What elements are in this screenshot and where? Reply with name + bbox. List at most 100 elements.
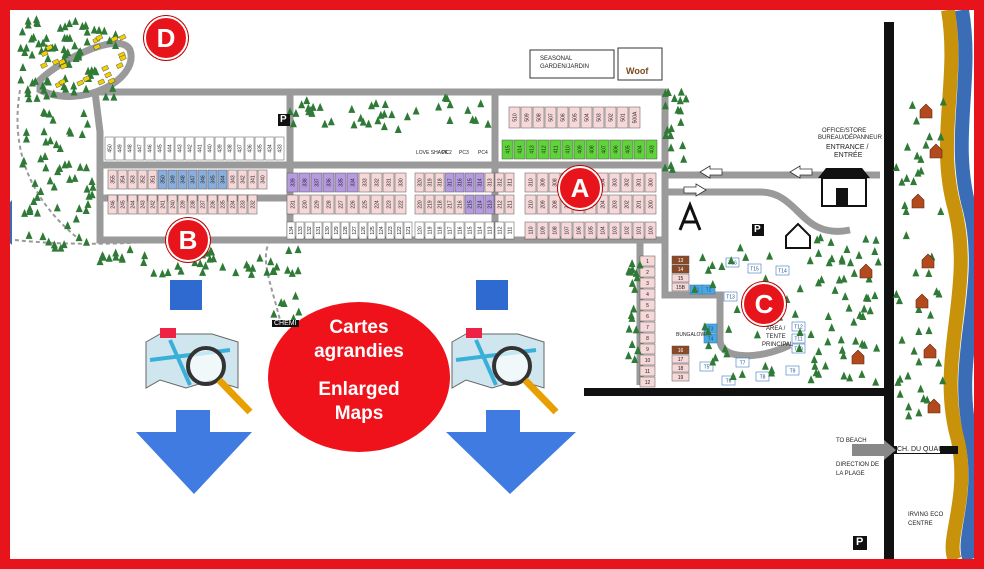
- tree-icon: [895, 296, 903, 305]
- house: [911, 193, 925, 209]
- campsite: [147, 169, 158, 190]
- tent-number: T8: [760, 375, 766, 381]
- playground-icon: [678, 200, 702, 231]
- campsite: [549, 139, 562, 160]
- tree-icon: [41, 151, 49, 160]
- tree-icon: [810, 355, 818, 364]
- campsite: [244, 136, 255, 161]
- campsite: [114, 136, 125, 161]
- tree-icon: [828, 254, 836, 263]
- campsite: [197, 194, 208, 215]
- campsite-number: 213: [488, 200, 494, 209]
- campsite-number: 331: [387, 178, 393, 187]
- tent-site: [755, 371, 770, 382]
- tent-number: T7: [740, 361, 746, 367]
- campsite-number: 104: [601, 226, 607, 235]
- cabin: [95, 34, 104, 41]
- tree-icon: [17, 75, 25, 84]
- office-label-1: OFFICE/STORE: [822, 128, 867, 134]
- campsite: [227, 194, 238, 215]
- campsite-number: 232: [251, 200, 257, 209]
- tree-icon: [292, 291, 300, 300]
- campsite: [639, 365, 656, 377]
- zone-d-marker[interactable]: D: [144, 16, 188, 60]
- campsite-number: 510: [513, 113, 519, 122]
- store-icon: [818, 168, 870, 207]
- enlarge-line-2: agrandies: [314, 341, 404, 362]
- campsite: [403, 221, 413, 240]
- campsite: [322, 194, 335, 215]
- tree-icon: [70, 87, 78, 96]
- tree-icon: [65, 19, 73, 28]
- tree-icon: [70, 81, 78, 90]
- tree-icon: [40, 127, 48, 136]
- tree-icon: [22, 134, 30, 143]
- tree-icon: [305, 107, 313, 116]
- tree-icon: [42, 33, 50, 42]
- zone-c-marker[interactable]: C: [742, 282, 786, 326]
- area-label-3: PRINCIPAL: [762, 342, 794, 348]
- tree-icon: [37, 154, 45, 163]
- campsite: [639, 299, 656, 311]
- tree-icon: [286, 107, 294, 116]
- tree-icon: [840, 351, 848, 360]
- tree-icon: [26, 204, 34, 213]
- tree-icon: [723, 349, 731, 358]
- campsite: [264, 136, 275, 161]
- campsite: [394, 221, 404, 240]
- campsite-number: 245: [121, 200, 127, 209]
- campsite: [548, 194, 561, 215]
- campsite-number: 201: [637, 200, 643, 209]
- campsite-number: 311: [508, 178, 514, 186]
- tent-site: [735, 357, 750, 368]
- tree-icon: [871, 291, 879, 300]
- cabin: [107, 77, 116, 85]
- campsite: [167, 169, 178, 190]
- campsite-number: 130: [325, 226, 331, 235]
- tree-icon: [83, 237, 91, 246]
- tree-icon: [633, 273, 641, 282]
- tree-icon: [920, 394, 928, 403]
- campsite: [639, 332, 656, 344]
- tree-icon: [796, 284, 804, 293]
- campsite-number: 120: [418, 226, 424, 235]
- campsite-number: 406: [614, 145, 620, 154]
- tree-icon: [838, 345, 846, 354]
- campsite: [310, 194, 323, 215]
- zone-a-marker[interactable]: A: [558, 166, 602, 210]
- campsite-number: 339: [291, 178, 297, 187]
- campsite: [154, 136, 165, 161]
- campsite-number: 317: [448, 178, 454, 187]
- tree-icon: [768, 368, 776, 377]
- campsite-number: 114: [478, 226, 484, 234]
- enlarged-maps-button[interactable]: Cartes agrandies Enlarged Maps: [268, 302, 450, 452]
- campsite: [434, 172, 445, 193]
- campsite: [382, 172, 395, 193]
- campsite-number: 346: [201, 175, 207, 184]
- campsite-number: 344: [221, 175, 227, 184]
- campsite-number: 19: [678, 375, 684, 381]
- campsite: [608, 221, 621, 240]
- tree-icon: [864, 293, 872, 302]
- campsite-number: 312: [498, 178, 504, 187]
- campsite: [633, 139, 646, 160]
- zone-b-marker[interactable]: B: [166, 218, 210, 262]
- tree-icon: [677, 106, 685, 115]
- tent-number: T6: [726, 379, 732, 385]
- tree-icon: [742, 252, 750, 261]
- tree-icon: [60, 240, 68, 249]
- tree-icon: [855, 250, 863, 259]
- campsite: [645, 139, 658, 160]
- campsite-number: 303: [613, 178, 619, 187]
- campsite-number: 434: [268, 144, 274, 153]
- campsite-number: 123: [388, 226, 394, 235]
- campsite-number: 226: [351, 200, 357, 209]
- campsite: [525, 139, 538, 160]
- tree-icon: [872, 235, 880, 244]
- tree-icon: [298, 100, 306, 109]
- office-label-2: BUREAU/DÉPANNEUR: [818, 135, 882, 141]
- campsite: [639, 266, 656, 278]
- tree-icon: [90, 25, 98, 34]
- tree-icon: [285, 246, 293, 255]
- campsite-number: 217: [448, 200, 454, 209]
